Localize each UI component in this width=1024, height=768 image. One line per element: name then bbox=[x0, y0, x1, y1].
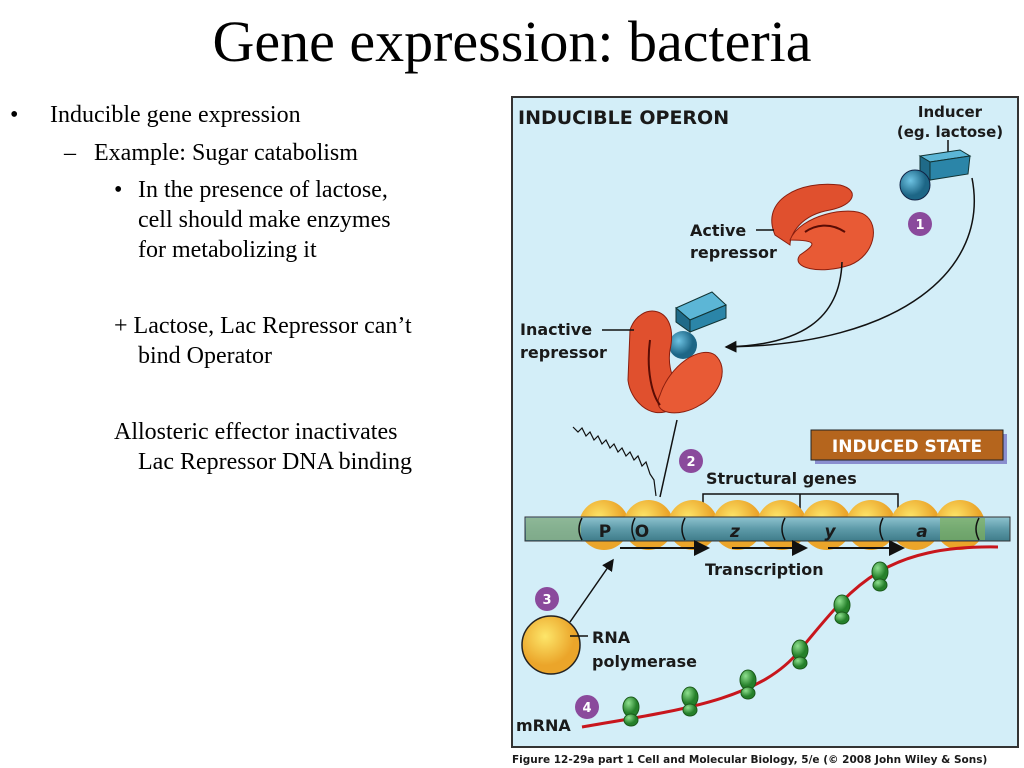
transcription-label: Transcription bbox=[705, 560, 824, 579]
bullet-lactose-3: for metabolizing it bbox=[138, 237, 317, 263]
promoter-label: P bbox=[599, 522, 611, 542]
operator-label: O bbox=[635, 522, 649, 542]
gene-z-label: z bbox=[729, 522, 740, 542]
step-4-badge: 4 bbox=[575, 695, 599, 719]
ribosome-icon bbox=[791, 639, 809, 670]
figure-frame bbox=[511, 96, 1019, 748]
ribosome-icon bbox=[739, 669, 757, 700]
step-1-badge: 1 bbox=[908, 212, 932, 236]
inactive-repressor-icon bbox=[627, 291, 727, 414]
dna-strand bbox=[524, 516, 1011, 542]
release-squiggle bbox=[572, 426, 657, 497]
bullet-lactose-2: cell should make enzymes bbox=[138, 207, 391, 233]
svg-text:INDUCED STATE: INDUCED STATE bbox=[832, 437, 982, 457]
active-repressor-icon bbox=[771, 183, 874, 271]
step-2-badge: 2 bbox=[679, 449, 703, 473]
slide-title: Gene expression: bacteria bbox=[212, 9, 812, 74]
inducer-arrow bbox=[725, 177, 975, 348]
active-repressor-label: Active bbox=[690, 221, 746, 240]
bullet-lactose-1: In the presence of lactose, bbox=[138, 177, 388, 203]
active-repressor-label-sub: repressor bbox=[690, 243, 777, 262]
figure-caption: Figure 12-29a part 1 Cell and Molecular … bbox=[512, 754, 987, 766]
ribosome-icon bbox=[622, 696, 640, 727]
svg-text:4: 4 bbox=[582, 701, 591, 716]
mrna-label: mRNA bbox=[516, 716, 571, 735]
inducer-icon bbox=[899, 140, 972, 201]
bullet-marker: • bbox=[10, 102, 19, 128]
ribosome-icon bbox=[681, 686, 699, 717]
gene-y-label: y bbox=[824, 522, 836, 542]
note-allosteric-2: Lac Repressor DNA binding bbox=[138, 449, 412, 475]
inducer-label: Inducer bbox=[918, 103, 983, 121]
inactive-repressor-label-sub: repressor bbox=[520, 343, 607, 362]
bullet-example: Example: Sugar catabolism bbox=[94, 140, 358, 166]
rna-polymerase-label: RNA bbox=[592, 628, 631, 647]
induced-state-badge: INDUCED STATE bbox=[810, 429, 1007, 464]
bullet-inducible: Inducible gene expression bbox=[50, 102, 301, 128]
step-3-badge: 3 bbox=[535, 587, 559, 611]
structural-genes-label: Structural genes bbox=[706, 469, 857, 488]
inducer-label-sub: (eg. lactose) bbox=[897, 123, 1003, 141]
bullet-marker: • bbox=[114, 177, 123, 203]
repressor-arrow bbox=[724, 261, 843, 353]
ribosomes bbox=[622, 561, 889, 727]
rna-polymerase-icon bbox=[521, 615, 581, 675]
svg-text:2: 2 bbox=[686, 455, 695, 470]
note-allosteric-1: Allosteric effector inactivates bbox=[114, 419, 398, 445]
inactive-repressor-label: Inactive bbox=[520, 320, 592, 339]
note-lactose-2: bind Operator bbox=[138, 343, 272, 369]
ribosome-icon bbox=[833, 594, 851, 625]
bullet-marker: – bbox=[64, 140, 76, 166]
svg-text:3: 3 bbox=[542, 593, 551, 608]
figure-heading: INDUCIBLE OPERON bbox=[518, 107, 729, 129]
ribosome-icon bbox=[871, 561, 889, 592]
gene-a-label: a bbox=[916, 522, 927, 542]
rna-polymerase-label-sub: polymerase bbox=[592, 652, 697, 671]
svg-text:1: 1 bbox=[915, 218, 924, 233]
note-lactose-1: + Lactose, Lac Repressor can’t bbox=[114, 313, 412, 339]
